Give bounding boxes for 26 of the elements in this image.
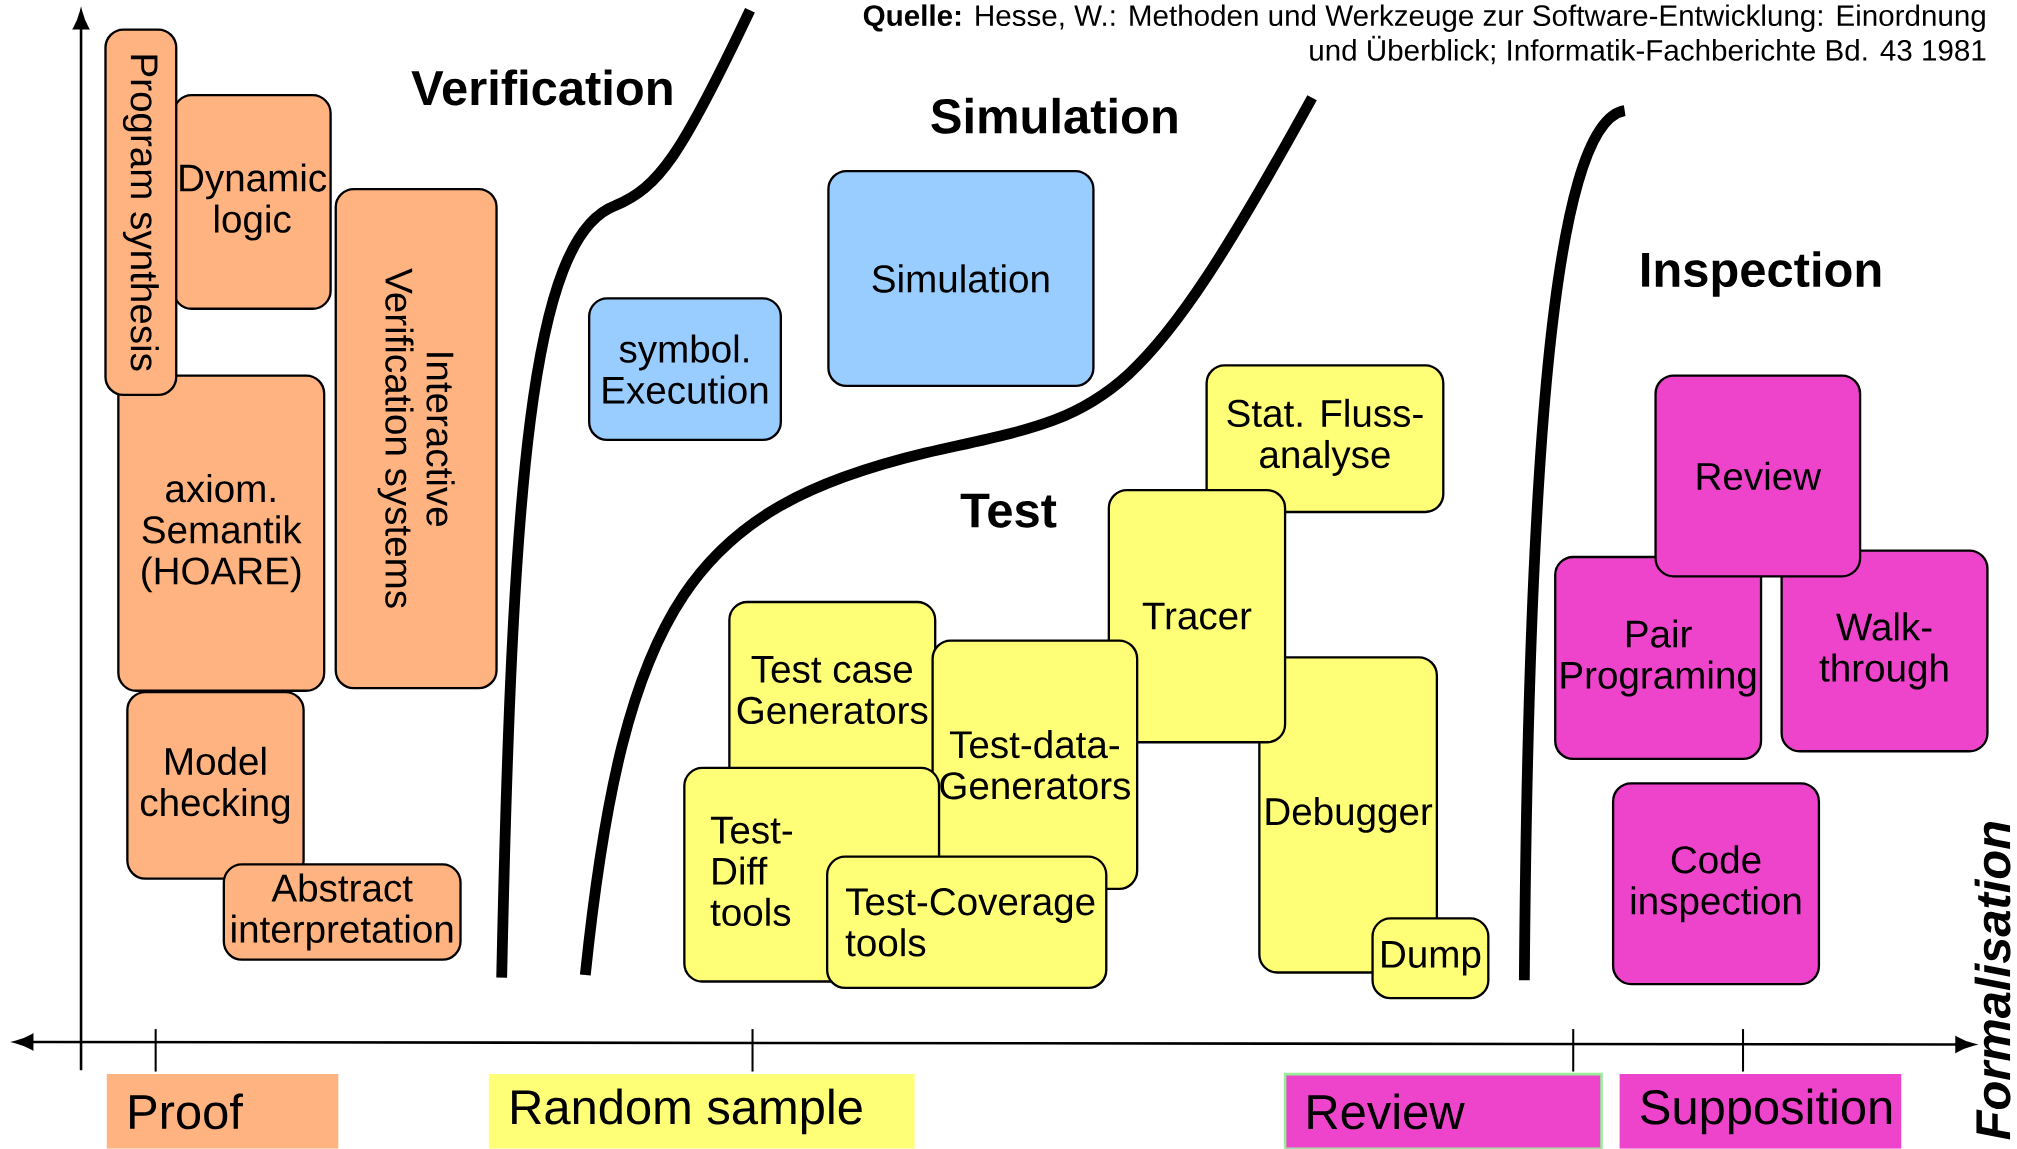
- category-band: Review: [1283, 1072, 1603, 1149]
- section-heading: Test: [960, 493, 1057, 528]
- method-box: Pair Programing: [1554, 555, 1763, 761]
- category-band: Random sample: [488, 1074, 915, 1149]
- method-box: Stat. Fluss-analyse: [1205, 364, 1445, 514]
- method-box: Simulation: [827, 170, 1095, 388]
- axis-label: Formalisation: [1974, 822, 2011, 1140]
- method-box: axiom. Semantik (HOARE): [117, 374, 326, 693]
- method-box: Abstract interpretation: [222, 863, 462, 961]
- section-heading: Verification: [411, 69, 672, 106]
- method-box: Test-Coverage tools: [826, 855, 1108, 990]
- method-box: symbol. Execution: [588, 297, 782, 442]
- method-box: Walk-through: [1780, 549, 1989, 753]
- method-box: Program synthesis: [104, 28, 178, 397]
- method-box: Tracer: [1107, 489, 1287, 744]
- section-heading: Simulation: [931, 97, 1177, 134]
- method-box: Review: [1654, 374, 1862, 578]
- method-box: Interactive Verification systems: [334, 188, 498, 690]
- category-band: Supposition: [1619, 1074, 1902, 1149]
- method-box: Dynamic logic: [172, 94, 332, 311]
- source-note: Quelle: Hesse, W.: Methoden und Werkzeuge zur Software-Entwicklung: Einordnung und Überblick; Informatik-Fachberichte Bd. 43 1981: [863, 4, 1986, 65]
- section-heading: Inspection: [1642, 251, 1881, 297]
- category-band: Proof: [106, 1074, 339, 1149]
- method-box: Dump: [1371, 917, 1490, 1000]
- method-box: Test case Generators: [728, 601, 937, 786]
- method-box: Code inspection: [1611, 782, 1821, 986]
